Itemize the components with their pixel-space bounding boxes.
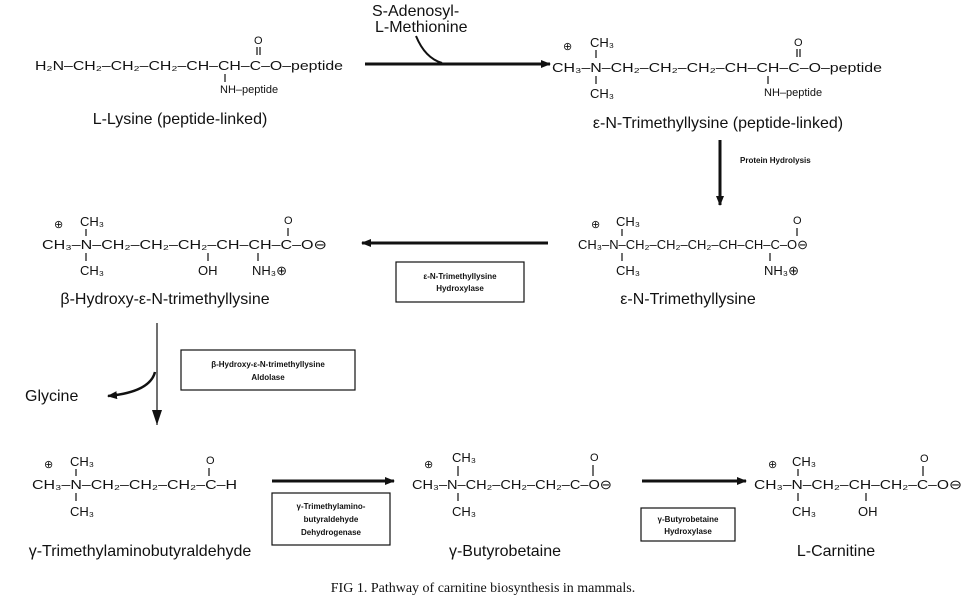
compound-lysine: O H₂N–CH₂–CH₂–CH₂–CH–CH–C–O–peptide NH–p… <box>35 35 343 128</box>
hydroxyl-group: OH <box>198 263 218 278</box>
carbonyl-oxygen: O <box>793 215 802 227</box>
hydroxyl-group: OH <box>858 504 878 519</box>
compound-tml: ⊕ CH₃ O CH₃–N–CH₂–CH₂–CH₂–CH–CH–C–O⊖ CH₃… <box>578 214 808 308</box>
structure-substituent: NH₃⊕ <box>764 263 799 278</box>
compound-tml-peptide: ⊕ CH₃ O CH₃–N–CH₂–CH₂–CH₂–CH–CH–C–O–pept… <box>552 35 882 132</box>
positive-charge: ⊕ <box>768 459 777 471</box>
structure-substituent: NH–peptide <box>220 84 278 96</box>
compound-name: L-Lysine (peptide-linked) <box>93 111 268 128</box>
structure-chain: CH₃–N–CH₂–CH₂–CH₂–CH–CH–C–O⊖ <box>578 237 808 252</box>
step-aldolase: Glycine β-Hydroxy-ε-N-trimethyllysine Al… <box>25 323 356 425</box>
compound-name: γ-Butyrobetaine <box>449 543 561 560</box>
structure-chain: CH₃–N–CH₂–CH₂–CH₂–C–O⊖ <box>412 477 612 492</box>
enzyme-name: Hydroxylase <box>436 284 484 293</box>
enzyme-name: butyraldehyde <box>304 515 359 524</box>
step-dehydrogenase: γ-Trimethylamino- butyraldehyde Dehydrog… <box>271 477 395 546</box>
carbonyl-oxygen: O <box>254 35 263 47</box>
enzyme-name: Aldolase <box>251 373 285 382</box>
compound-name: L-Carnitine <box>797 543 875 560</box>
enzyme-box <box>271 492 391 546</box>
figure-caption: FIG 1. Pathway of carnitine biosynthesis… <box>331 581 635 596</box>
cofactor-label: L-Methionine <box>375 19 468 36</box>
enzyme-box <box>395 261 525 303</box>
step-label: Protein Hydrolysis <box>740 156 811 165</box>
step-tml-hydroxylase: ε-N-Trimethyllysine Hydroxylase <box>361 239 548 303</box>
enzyme-name: ε-N-Trimethyllysine <box>423 272 497 281</box>
byproduct-glycine: Glycine <box>25 388 78 405</box>
methyl-group: CH₃ <box>792 454 816 469</box>
methyl-group: CH₃ <box>616 214 640 229</box>
positive-charge: ⊕ <box>563 41 572 53</box>
step-hydrolysis: Protein Hydrolysis <box>716 140 811 206</box>
enzyme-box <box>640 507 736 542</box>
methyl-group: CH₃ <box>80 263 104 278</box>
compound-butyrobetaine: ⊕ CH₃ O CH₃–N–CH₂–CH₂–CH₂–C–O⊖ CH₃ γ-But… <box>412 450 612 560</box>
methyl-group: CH₃ <box>792 504 816 519</box>
structure-chain: CH₃–N–CH₂–CH₂–CH₂–CH–CH–C–O⊖ <box>42 237 327 252</box>
carbonyl-oxygen: O <box>206 455 215 467</box>
methyl-group: CH₃ <box>70 504 94 519</box>
compound-carnitine: ⊕ CH₃ O CH₃–N–CH₂–CH–CH₂–C–O⊖ CH₃ OH L-C… <box>754 453 962 560</box>
positive-charge: ⊕ <box>44 459 53 471</box>
step-bb-hydroxylase: γ-Butyrobetaine Hydroxylase <box>640 477 747 542</box>
carbonyl-oxygen: O <box>794 37 803 49</box>
positive-charge: ⊕ <box>54 219 63 231</box>
positive-charge: ⊕ <box>591 219 600 231</box>
compound-tmaba: ⊕ CH₃ O CH₃–N–CH₂–CH₂–CH₂–C–H CH₃ γ-Trim… <box>29 454 252 560</box>
enzyme-name: γ-Butyrobetaine <box>658 515 719 524</box>
structure-chain: CH₃–N–CH₂–CH–CH₂–C–O⊖ <box>754 477 962 492</box>
structure-chain: CH₃–N–CH₂–CH₂–CH₂–CH–CH–C–O–peptide <box>552 60 882 75</box>
compound-name: β-Hydroxy-ε-N-trimethyllysine <box>60 291 269 308</box>
structure-chain: H₂N–CH₂–CH₂–CH₂–CH–CH–C–O–peptide <box>35 58 343 73</box>
enzyme-box <box>180 349 356 391</box>
compound-name: ε-N-Trimethyllysine (peptide-linked) <box>593 115 843 132</box>
structure-substituent: NH₃⊕ <box>252 263 287 278</box>
step-methylation: S-Adenosyl- L-Methionine <box>365 3 551 68</box>
compound-name: ε-N-Trimethyllysine <box>620 291 756 308</box>
carbonyl-oxygen: O <box>920 453 929 465</box>
methyl-group: CH₃ <box>452 504 476 519</box>
positive-charge: ⊕ <box>424 459 433 471</box>
compound-name: γ-Trimethylaminobutyraldehyde <box>29 543 252 560</box>
carbonyl-oxygen: O <box>284 215 293 227</box>
enzyme-name: γ-Trimethylamino- <box>297 502 366 511</box>
carbonyl-oxygen: O <box>590 452 599 464</box>
methyl-group: CH₃ <box>590 35 614 50</box>
cofactor-label: S-Adenosyl- <box>372 3 459 20</box>
enzyme-name: β-Hydroxy-ε-N-trimethyllysine <box>211 360 325 369</box>
structure-substituent: NH–peptide <box>764 87 822 99</box>
methyl-group: CH₃ <box>70 454 94 469</box>
enzyme-name: Hydroxylase <box>664 527 712 536</box>
structure-chain: CH₃–N–CH₂–CH₂–CH₂–C–H <box>32 477 237 492</box>
enzyme-name: Dehydrogenase <box>301 528 362 537</box>
methyl-group: CH₃ <box>616 263 640 278</box>
methyl-group: CH₃ <box>452 450 476 465</box>
methyl-group: CH₃ <box>590 86 614 101</box>
methyl-group: CH₃ <box>80 214 104 229</box>
compound-hydroxy-tml: ⊕ CH₃ O CH₃–N–CH₂–CH₂–CH₂–CH–CH–C–O⊖ CH₃… <box>42 214 327 308</box>
